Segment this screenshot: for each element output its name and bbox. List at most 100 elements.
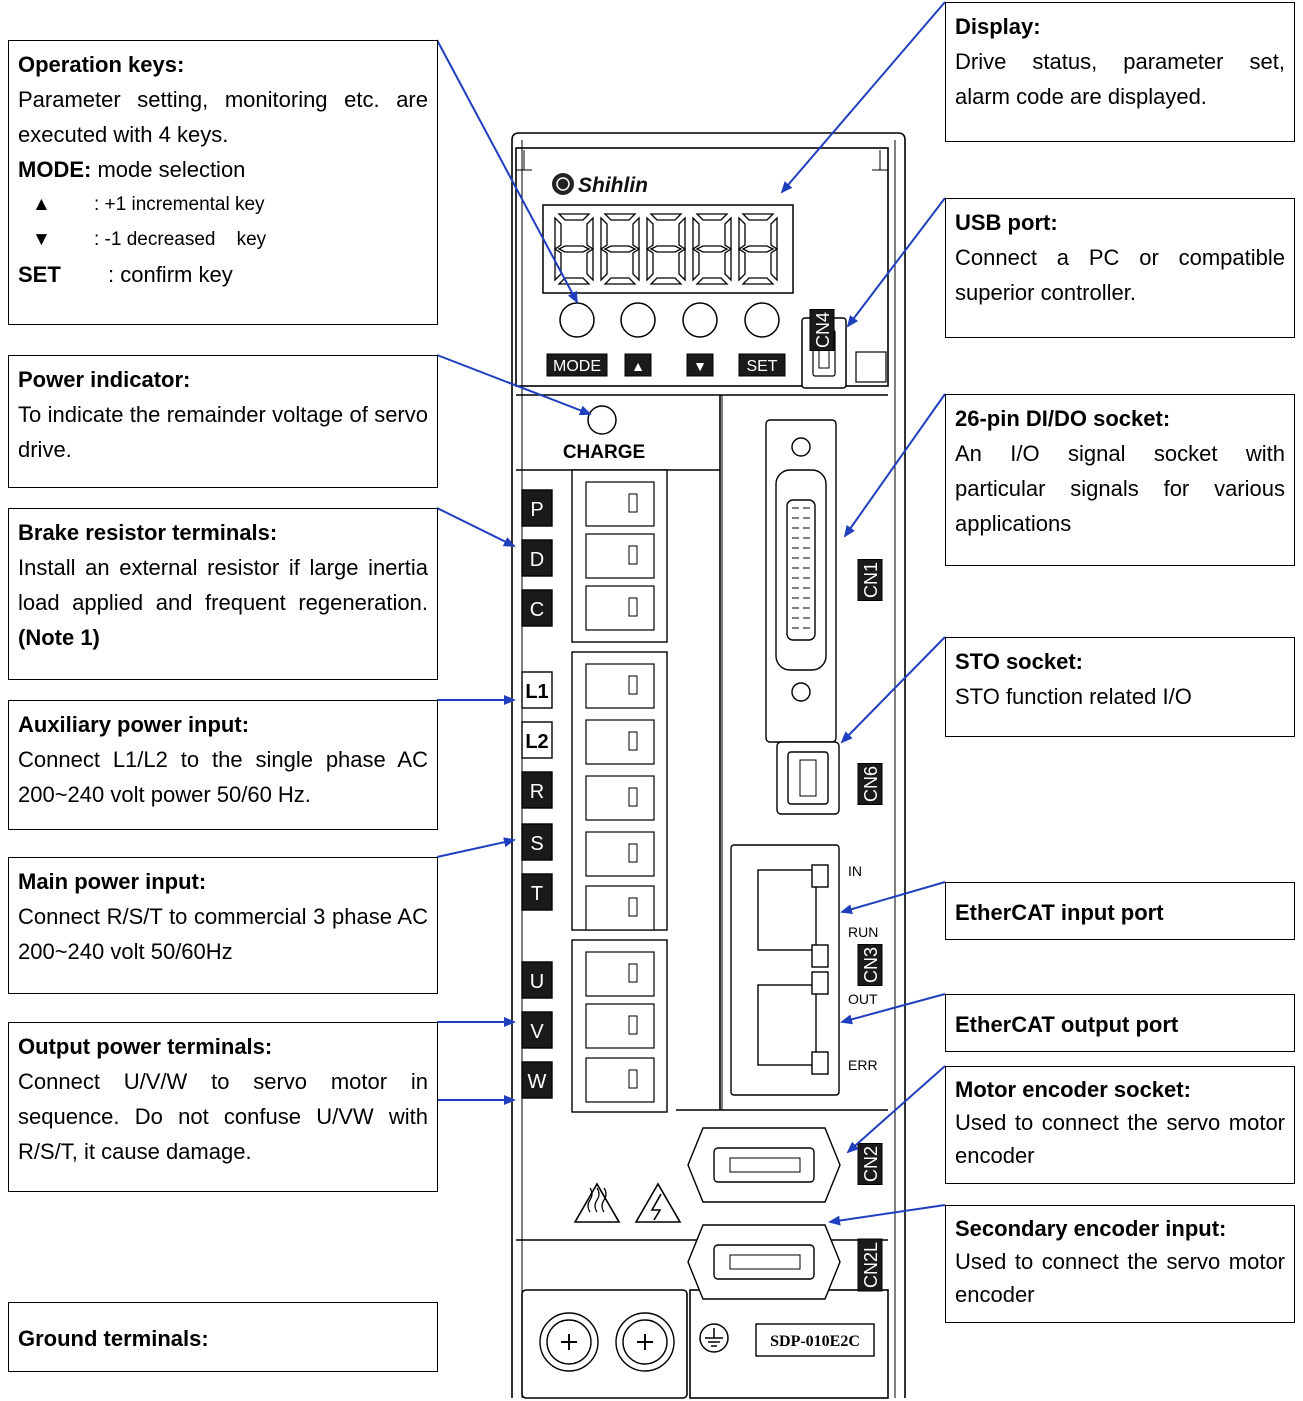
callout-title: Power indicator:: [18, 367, 191, 392]
ethercat-ports: [730, 844, 840, 1096]
callout-title: Motor encoder socket:: [955, 1077, 1191, 1102]
terminal-slot: [585, 1003, 655, 1049]
desc-text: Install an external resistor if large in…: [18, 555, 428, 615]
callout-ethercat-out: EtherCAT output port: [945, 994, 1295, 1052]
callout-title: EtherCAT output port: [955, 1011, 1179, 1037]
screw-icon: [539, 1312, 675, 1372]
electric-shock-icon: [634, 1182, 682, 1223]
callout-desc: Used to connect the servo motor encoder: [955, 1249, 1285, 1307]
connector-tag-cn2: CN2: [857, 1143, 883, 1185]
callout-desc: Parameter setting, monitoring etc. are e…: [18, 87, 428, 147]
led-label-err: ERR: [848, 1057, 878, 1073]
terminal-label: D: [530, 549, 544, 571]
svg-text:SDP-010E2C: SDP-010E2C: [770, 1333, 860, 1350]
callout-output-power: Output power terminals: Connect U/V/W to…: [8, 1022, 438, 1192]
arrow-brake-resistor: [436, 507, 516, 547]
arrow-operation-keys: [436, 39, 578, 304]
key-up-row: ▲: +1 incremental key: [18, 187, 428, 222]
charge-indicator: CHARGE: [563, 405, 645, 463]
callout-ethercat-in: EtherCAT input port: [945, 882, 1295, 940]
callout-desc: Connect L1/L2 to the single phase AC 200…: [18, 747, 428, 807]
terminal-label: V: [530, 1021, 544, 1043]
callout-ground: Ground terminals:: [8, 1302, 438, 1372]
key-down-button: ▼: [682, 302, 718, 377]
terminal-tag-l2: L2: [521, 721, 553, 759]
display-digit: [646, 213, 686, 285]
terminal-tag-w: W: [521, 1061, 553, 1099]
callout-usb-port: USB port: Connect a PC or compatible sup…: [945, 198, 1295, 338]
operation-keys: MODE▲▼SET: [546, 302, 786, 377]
key-mode-button: MODE: [546, 302, 608, 377]
key-mode-row: MODE: mode selection: [18, 152, 428, 187]
connector-tag-cn3: CN3: [857, 944, 883, 986]
display-digit: [554, 213, 594, 285]
display-digit: [738, 213, 778, 285]
encoder-sockets: [687, 1127, 841, 1300]
arrow-usb-port: [846, 197, 946, 328]
key-set-desc: : confirm key: [108, 262, 233, 287]
terminal-tag-t: T: [521, 873, 553, 911]
terminal-tag-c: C: [521, 589, 553, 627]
arrow-dido-socket: [843, 393, 946, 538]
dido-socket: [765, 419, 837, 743]
key-set-row: SET: confirm key: [18, 257, 428, 292]
arrow-motor-encoder: [846, 1065, 946, 1154]
terminal-slot: [585, 533, 655, 579]
key-set-button: SET: [738, 302, 786, 377]
terminal-slot: [585, 831, 655, 877]
connector-tag-label: CN3: [861, 947, 881, 983]
callout-desc: An I/O signal socket with particular sig…: [955, 441, 1285, 536]
terminal-slot: [585, 1057, 655, 1103]
callout-title: 26-pin DI/DO socket:: [955, 406, 1171, 431]
key-down-symbol: ▼: [32, 229, 51, 250]
connector-tag-cn1: CN1: [857, 559, 883, 601]
key-down-row: ▼: -1 decreased key: [18, 222, 428, 257]
callout-secondary-encoder: Secondary encoder input: Used to connect…: [945, 1205, 1295, 1323]
callout-desc: STO function related I/O: [955, 684, 1192, 709]
terminal-label: U: [530, 971, 544, 993]
callout-title: USB port:: [955, 210, 1058, 235]
callout-title: Ground terminals:: [18, 1325, 209, 1351]
svg-text:Shihlin: Shihlin: [578, 174, 648, 197]
callout-display: Display: Drive status, parameter set, al…: [945, 2, 1295, 142]
connector-tag-cn4: CN4: [809, 309, 835, 351]
callout-desc: Drive status, parameter set, alarm code …: [955, 49, 1285, 109]
callout-power-indicator: Power indicator: To indicate the remaind…: [8, 355, 438, 488]
terminal-tag-l1: L1: [521, 671, 553, 709]
callout-title: Auxiliary power input:: [18, 712, 250, 737]
note-ref: (Note 1): [18, 625, 100, 650]
terminal-slot: [585, 663, 655, 709]
connector-tag-label: CN2: [861, 1146, 881, 1182]
callout-desc: Connect R/S/T to commercial 3 phase AC 2…: [18, 904, 428, 964]
callout-arrows: [436, 1, 946, 1226]
svg-text:CHARGE: CHARGE: [563, 442, 645, 463]
callout-title: Brake resistor terminals:: [18, 520, 278, 545]
led-label-run: RUN: [848, 924, 878, 940]
sto-socket: [776, 741, 840, 815]
key-set-label: SET: [746, 358, 777, 375]
key-up-symbol: ▲: [32, 194, 51, 215]
terminal-slot: [585, 885, 655, 931]
connector-tag-cn6: CN6: [857, 763, 883, 805]
callout-desc: Connect U/V/W to servo motor in sequence…: [18, 1069, 428, 1164]
callout-title: Main power input:: [18, 869, 207, 894]
terminal-tag-p: P: [521, 489, 553, 527]
display-digit: [600, 213, 640, 285]
callout-title: Display:: [955, 14, 1041, 39]
key-mode-label: MODE: [553, 358, 601, 375]
terminal-tag-v: V: [521, 1011, 553, 1049]
connector-tag-label: CN1: [861, 562, 881, 598]
arrow-main-power: [436, 837, 516, 858]
key-mode-label: MODE:: [18, 157, 92, 182]
callout-desc: Connect a PC or compatible superior cont…: [955, 245, 1285, 305]
display-window: [542, 204, 794, 294]
terminal-label: W: [528, 1071, 547, 1093]
brand-logo: Shihlin: [552, 173, 648, 197]
arrow-display: [780, 1, 946, 194]
arrow-ethercat-in: [840, 881, 946, 915]
terminal-label: S: [530, 833, 543, 855]
